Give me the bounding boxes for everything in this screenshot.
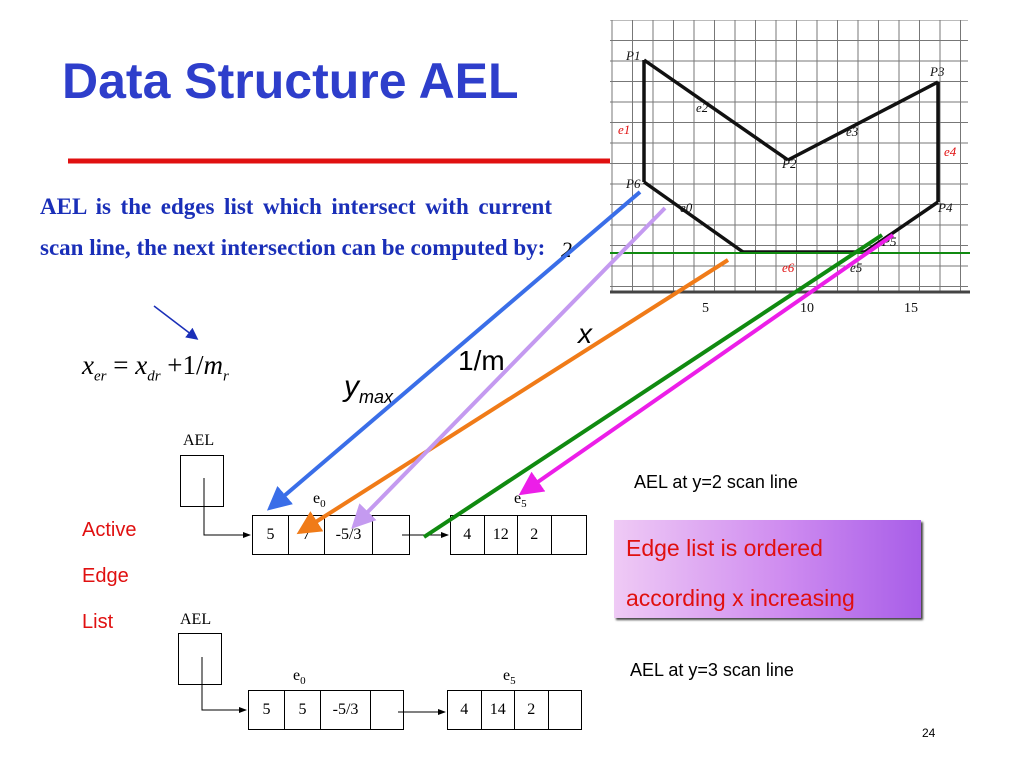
point-label-p6: P6: [625, 176, 641, 191]
x-label: x: [578, 318, 592, 349]
node-cell-x: 12: [485, 516, 518, 554]
caption-y2: AEL at y=2 scan line: [634, 472, 798, 492]
node-cell-inv-slope: 2: [515, 691, 549, 729]
page-number: 24: [922, 726, 936, 740]
edge-label-e0: e0: [680, 200, 693, 215]
node-cell-ymax: 5: [253, 516, 289, 554]
edge-label-e4: e4: [944, 144, 957, 159]
point-label-p4: P4: [937, 200, 953, 215]
node-label-e0-y3: e0: [293, 667, 306, 688]
node-label-e5-y2: e5: [514, 490, 527, 511]
side-word-list: List: [82, 611, 114, 633]
node-cell-x: 14: [482, 691, 515, 729]
formula-plus-one-over: +1/: [167, 350, 204, 380]
node-cell-x: 7: [289, 516, 325, 554]
node-cell-ymax: 4: [448, 691, 482, 729]
edge-label-e1: e1: [618, 122, 630, 137]
node-label-e5-y3: e5: [503, 667, 516, 688]
formula-lhs: x: [82, 350, 94, 380]
side-word-edge: Edge: [82, 565, 129, 587]
ael-head-box-y2: [180, 455, 224, 507]
caption-y3: AEL at y=3 scan line: [630, 660, 794, 680]
formula-m: m: [203, 350, 224, 380]
node-cell-next: [371, 691, 403, 729]
node-cell-x: 5: [285, 691, 321, 729]
node-cell-next: [552, 516, 586, 554]
node-cell-inv-slope: -5/3: [325, 516, 373, 554]
node-cell-next: [549, 691, 582, 729]
formula-equals: =: [113, 350, 129, 380]
ymax-main: y: [344, 370, 359, 403]
node-label-e0-y2: e0: [313, 490, 326, 511]
ael-head-box-y3: [178, 633, 222, 685]
axis-tick-15: 15: [904, 301, 918, 316]
ael-node-e0-y2: 5 7 -5/3: [252, 515, 410, 555]
ordering-note-box: Edge list is ordered according x increas…: [614, 520, 921, 618]
point-label-p2: P2: [781, 156, 797, 171]
formula-rhs-x: x: [135, 350, 148, 380]
ael-node-e5-y3: 4 14 2: [447, 690, 582, 730]
node-cell-ymax: 4: [451, 516, 485, 554]
polygon-edge: [787, 80, 939, 162]
formula-m-sub: r: [223, 368, 229, 385]
edge-label-e3: e3: [846, 124, 859, 139]
note-line-2: according x increasing: [626, 585, 855, 611]
formula: xer = xdr +1/mr: [82, 350, 229, 385]
scanline-y-label: 2: [561, 237, 572, 262]
side-word-active: Active: [82, 519, 137, 541]
ymax-label: ymax: [344, 370, 393, 408]
note-line-1: Edge list is ordered: [626, 535, 823, 561]
point-label-p1: P1: [625, 48, 640, 63]
formula-rhs-x-sub: dr: [147, 368, 161, 385]
formula-pointer-arrow: [153, 305, 199, 340]
node-cell-inv-slope: 2: [518, 516, 552, 554]
ael-head-label-y3: AEL: [180, 611, 212, 628]
page-title: Data Structure AEL: [62, 53, 519, 109]
ael-node-e5-y2: 4 12 2: [450, 515, 587, 555]
node-cell-inv-slope: -5/3: [321, 691, 371, 729]
formula-lhs-sub: er: [93, 368, 107, 385]
one-over-m-label: 1/m: [458, 345, 505, 376]
ael-head-label-y2: AEL: [183, 432, 215, 449]
node-cell-ymax: 5: [249, 691, 285, 729]
active-edge-list-label: Active Edge List: [82, 507, 136, 645]
node-cell-next: [373, 516, 409, 554]
polygon-edge: [643, 58, 789, 162]
ymax-sub: max: [359, 387, 394, 407]
point-label-p3: P3: [929, 64, 945, 79]
ael-node-e0-y3: 5 5 -5/3: [248, 690, 404, 730]
edge-label-e2: e2: [696, 100, 709, 115]
